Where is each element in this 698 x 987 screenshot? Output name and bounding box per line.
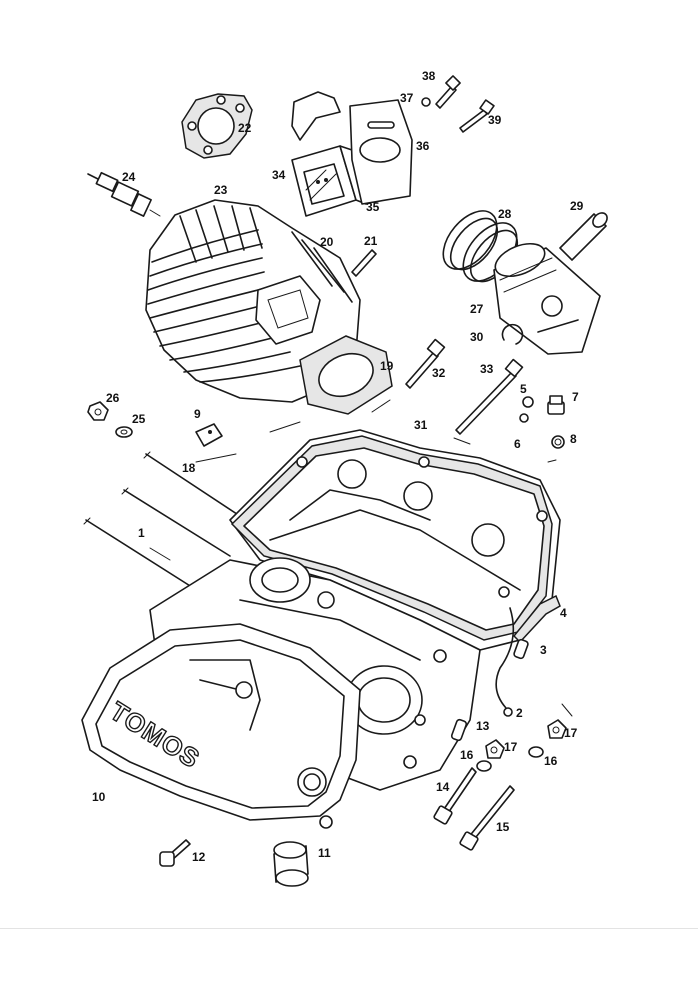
- callout-1: 1: [138, 526, 145, 540]
- callout-34: 34: [272, 168, 286, 182]
- wire-part: [495, 594, 561, 717]
- callout-8: 8: [570, 432, 577, 446]
- callout-23: 23: [214, 183, 228, 197]
- intake-manifold-part: [291, 91, 413, 205]
- crankcase-upper-part: [229, 429, 561, 651]
- callout-10: 10: [92, 790, 106, 804]
- callout-33: 33: [480, 362, 494, 376]
- callout-16a: 16: [460, 748, 474, 762]
- callout-29: 29: [570, 199, 584, 213]
- side-cover-part: [81, 623, 361, 829]
- callout-24: 24: [122, 170, 136, 184]
- callout-30: 30: [470, 330, 484, 344]
- callout-37: 37: [400, 91, 414, 105]
- callout-15: 15: [496, 820, 510, 834]
- callout-35: 35: [366, 200, 380, 214]
- lower-fasteners-part: [159, 718, 567, 867]
- callout-7: 7: [572, 390, 579, 404]
- spark-plug-part: [87, 171, 161, 217]
- callout-27: 27: [470, 302, 484, 316]
- callout-4: 4: [560, 606, 567, 620]
- head-gasket-part: [181, 93, 253, 159]
- dowel-pin-part: [513, 638, 529, 660]
- callout-6: 6: [514, 437, 521, 451]
- callout-22: 22: [238, 121, 252, 135]
- piston-part: [493, 242, 601, 355]
- callout-17b: 17: [564, 726, 578, 740]
- small-fasteners-right-part: [519, 395, 565, 449]
- callout-5: 5: [520, 382, 527, 396]
- callout-14: 14: [436, 780, 450, 794]
- callout-28: 28: [498, 207, 512, 221]
- page-bottom-divider: [0, 928, 698, 929]
- callout-2: 2: [516, 706, 523, 720]
- callout-25: 25: [132, 412, 146, 426]
- callout-3: 3: [540, 643, 547, 657]
- callout-11: 11: [318, 846, 331, 860]
- callout-32: 32: [432, 366, 446, 380]
- callout-9: 9: [194, 407, 201, 421]
- callout-16b: 16: [544, 754, 558, 768]
- callout-labels: 1 2 3 4 5 6 7 8 9 10 11 12 13 14 15 16 1…: [92, 69, 584, 864]
- wrist-pin-part: [559, 212, 608, 261]
- callout-39: 39: [488, 113, 502, 127]
- small-fasteners-left-part: [87, 401, 223, 447]
- crankcase-studs-part: [83, 451, 253, 597]
- callout-19: 19: [380, 359, 394, 373]
- callout-12: 12: [192, 850, 206, 864]
- callout-36: 36: [416, 139, 430, 153]
- callout-26: 26: [106, 391, 120, 405]
- base-gasket-part: [299, 335, 393, 415]
- rubber-bushing-part: [273, 841, 309, 887]
- long-bolts-part: [405, 338, 524, 435]
- top-fasteners-part: [421, 75, 495, 133]
- callout-38: 38: [422, 69, 436, 83]
- callout-21: 21: [364, 234, 378, 248]
- callout-31: 31: [414, 418, 428, 432]
- callout-17a: 17: [504, 740, 518, 754]
- leader-lines: [149, 399, 573, 717]
- callout-18: 18: [182, 461, 196, 475]
- callout-13: 13: [476, 719, 490, 733]
- circlip-part: [501, 323, 524, 345]
- callout-20: 20: [320, 235, 334, 249]
